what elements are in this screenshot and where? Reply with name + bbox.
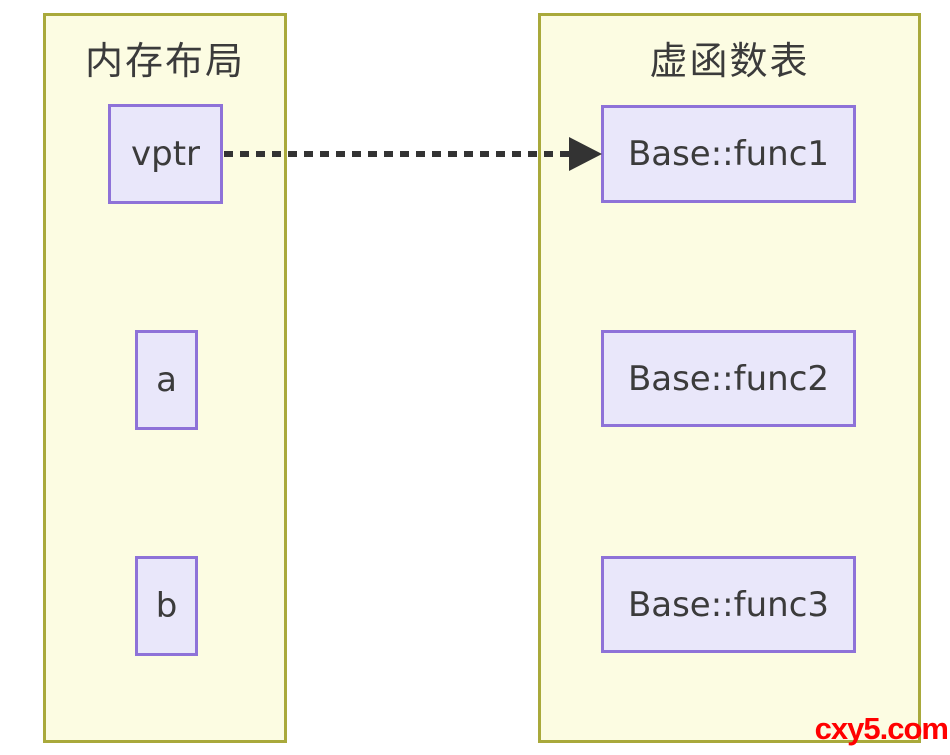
vptr-arrow-line xyxy=(224,151,571,157)
vtable-entry-func1-box: Base::func1 xyxy=(601,105,856,203)
vptr-box: vptr xyxy=(108,104,223,204)
memory-layout-title: 内存布局 xyxy=(84,39,245,83)
vtable-title: 虚函数表 xyxy=(649,39,810,83)
watermark: cxy5.com xyxy=(814,711,949,746)
member-a-box: a xyxy=(135,330,198,430)
vtable-entry-func2-box: Base::func2 xyxy=(601,330,856,427)
vptr-arrowhead-icon xyxy=(569,137,602,171)
vtable-entry-func3-box: Base::func3 xyxy=(601,556,856,653)
member-b-box: b xyxy=(135,556,198,656)
